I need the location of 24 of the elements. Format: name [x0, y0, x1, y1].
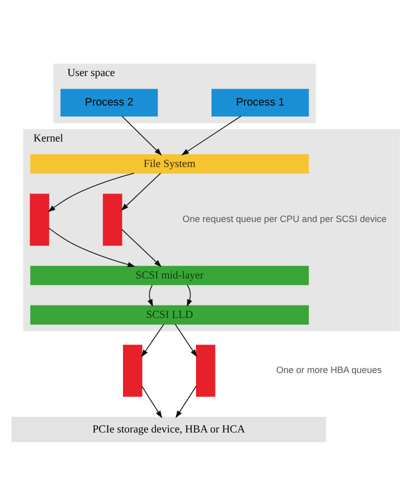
- arrow: [141, 323, 164, 357]
- node-box: Process 1: [212, 88, 309, 116]
- node-bar: [123, 344, 142, 396]
- node-box: File System: [30, 154, 309, 174]
- arrow: [48, 227, 136, 267]
- arrow: [174, 323, 198, 357]
- node-box: Process 2: [60, 88, 158, 116]
- node-bar: [30, 193, 50, 246]
- arrow: [121, 172, 162, 210]
- node-box: SCSI mid-layer: [30, 265, 309, 285]
- arrow: [175, 385, 197, 418]
- arrow: [186, 284, 192, 306]
- node-box: PCIe storage device, HBA or HCA: [11, 416, 326, 442]
- node-bar: [102, 193, 122, 246]
- label: One or more HBA queues: [276, 364, 382, 375]
- arrow: [142, 385, 162, 418]
- label: One request queue per CPU and per SCSI device: [182, 214, 386, 224]
- arrow: [122, 228, 162, 267]
- arrow: [148, 284, 153, 306]
- arrow: [48, 172, 134, 212]
- node-bar: [196, 344, 216, 396]
- arrow: [181, 115, 242, 155]
- arrow: [122, 115, 162, 156]
- node-box: SCSI LLD: [30, 304, 309, 324]
